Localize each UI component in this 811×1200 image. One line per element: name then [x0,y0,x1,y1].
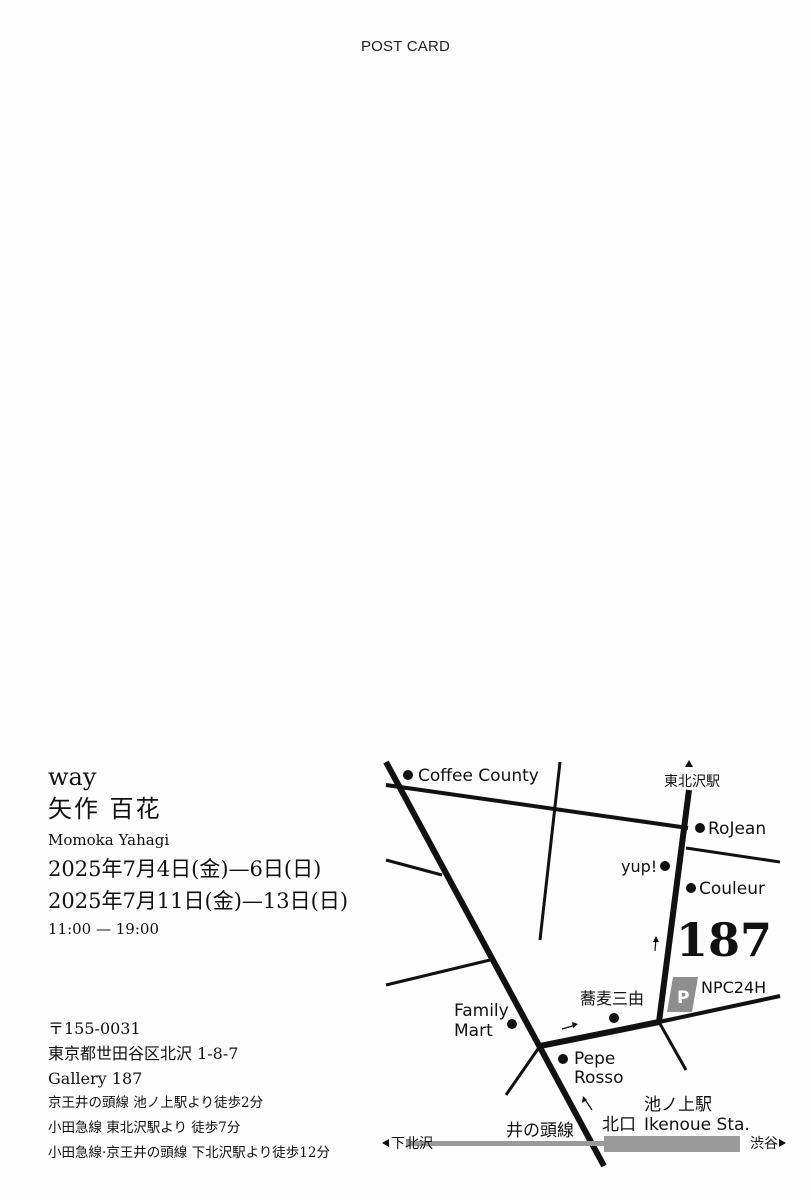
inokashira-railway [406,1141,740,1146]
couleur-label: Couleur [699,879,765,899]
access-line-2: 小田急線 東北沢駅より 徒歩7分 [48,1120,241,1136]
parking-icon [667,977,698,1012]
rojean-road [685,846,781,864]
pepe-rosso-label-line1: Pepe [574,1049,615,1069]
inokashira-line-label: 井の頭線 [506,1121,574,1141]
side-road-left-lower [385,958,491,987]
access-map: P Coffee County 東北沢駅 RoJean yup! Couleur… [382,760,786,1168]
road-to-ikenoue [539,1019,660,1049]
pepe-rosso-dot [558,1054,568,1064]
ikenoue-station-ja-label: 池ノ上駅 [644,1095,712,1115]
street-address: 東京都世田谷区北沢 1-8-7 [48,1044,239,1063]
artist-name-ja: 矢作 百花 [48,795,162,823]
north-exit-label: 北口 [602,1115,636,1135]
direction-arrowhead-north [653,936,659,942]
railway-arrow-left [382,1139,389,1147]
road-south-west [504,1045,542,1096]
main-diagonal-road [383,760,607,1168]
family-mart-dot [507,1019,517,1029]
ikenoue-platform [604,1136,740,1152]
soba-sanyu-dot [609,1013,619,1023]
coffee-county-label: Coffee County [418,766,539,786]
npc-parking-label: NPC24H [701,978,766,997]
postcard-header: POST CARD [360,38,451,55]
artist-name-en: Momoka Yahagi [48,831,170,849]
shibuya-label: 渋谷 [750,1136,778,1152]
railway-arrow-right [779,1139,786,1147]
coffee-county-road [385,783,689,830]
exhibition-date-1: 2025年7月4日(金)—6日(日) [48,857,322,881]
vertical-road-left [538,761,562,941]
coffee-county-dot [403,770,413,780]
venue-address: 〒155-0031 東京都世田谷区北沢 1-8-7 Gallery 187 京王… [48,1016,330,1166]
access-line-3: 小田急線·京王井の頭線 下北沢駅より徒歩12分 [48,1145,330,1161]
couleur-dot [686,883,696,893]
exhibition-title: way [48,763,97,791]
venue-name: Gallery 187 [48,1069,143,1088]
direction-arrowhead-from-station [582,1096,587,1103]
road-east [658,994,781,1024]
gallery-187-mark: 187 [676,913,772,967]
yup-dot [660,861,670,871]
access-line-1: 京王井の頭線 池ノ上駅より徒歩2分 [48,1095,264,1111]
exhibition-date-2: 2025年7月11日(金)—13日(日) [48,889,349,913]
soba-sanyu-label: 蕎麦三由 [580,989,644,1008]
yup-label: yup! [621,857,657,876]
road-south-east [657,1021,688,1071]
north-arrow [685,760,693,767]
ikenoue-station-en-label: Ikenoue Sta. [644,1115,750,1135]
exhibition-info: way 矢作 百花 Momoka Yahagi 2025年7月4日(金)—6日(… [48,762,378,938]
family-mart-label-line2: Mart [454,1021,493,1041]
shimokitazawa-label: 下北沢 [391,1136,433,1152]
rojean-label: RoJean [708,819,766,839]
higashi-kitazawa-station-label: 東北沢駅 [664,774,720,790]
family-mart-label-line1: Family [454,1001,509,1021]
vertical-gallery-road [656,789,692,1023]
rojean-dot [695,823,705,833]
direction-arrowhead-east [572,1022,578,1028]
postal-code: 〒155-0031 [48,1019,141,1038]
side-road-left-upper [385,858,443,877]
opening-hours: 11:00 — 19:00 [48,920,159,938]
pepe-rosso-label-line2: Rosso [574,1068,624,1088]
parking-symbol: P [677,988,689,1008]
